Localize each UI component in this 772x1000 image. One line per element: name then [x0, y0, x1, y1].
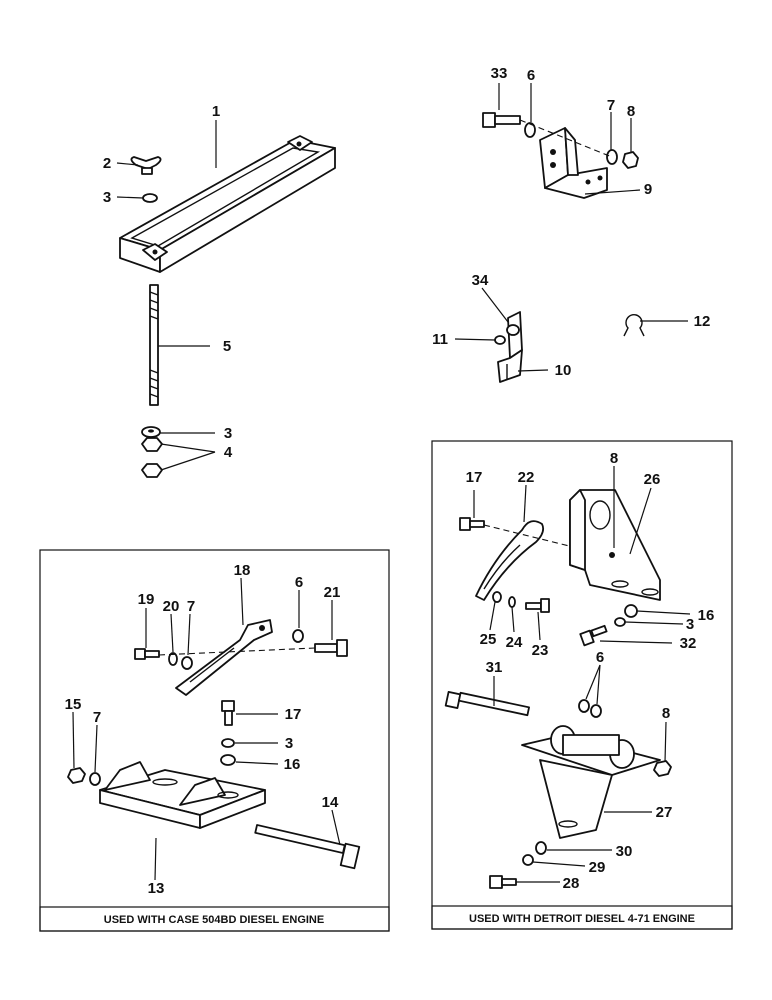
caption-case-504bd: USED WITH CASE 504BD DIESEL ENGINE [104, 914, 324, 926]
washer-34 [506, 324, 520, 336]
bolt-17-left [221, 700, 235, 726]
callout-21: 21 [324, 584, 341, 601]
callout-11: 11 [432, 331, 448, 348]
wing-nut [130, 156, 162, 175]
bolt-17-right [459, 517, 485, 531]
mounting-plate-13 [99, 761, 266, 829]
bolt-33 [482, 112, 521, 128]
nut-11 [494, 335, 506, 345]
callout-30: 30 [616, 843, 633, 860]
callout-28: 28 [563, 875, 580, 892]
callout-9: 9 [644, 181, 652, 198]
callout-34: 34 [472, 272, 489, 289]
long-bolt-14 [254, 824, 361, 870]
bracket-27 [521, 725, 661, 839]
callout-3-right: 3 [686, 616, 694, 633]
callout-19: 19 [138, 591, 155, 608]
callout-7-left: 7 [187, 598, 195, 615]
callout-18: 18 [234, 562, 251, 579]
callout-29: 29 [589, 859, 606, 876]
callout-1: 1 [212, 103, 220, 120]
bolt-19 [134, 648, 160, 660]
lock-washer-upper [142, 193, 158, 203]
callout-13: 13 [148, 880, 165, 897]
callout-8-right: 8 [662, 705, 670, 722]
bolt-21 [314, 639, 348, 657]
callout-7: 7 [607, 97, 615, 114]
callout-25: 25 [480, 631, 497, 648]
bolt-23 [525, 598, 550, 613]
inset-case-504bd [39, 549, 390, 932]
callout-3-left: 3 [285, 735, 293, 752]
callout-6: 6 [527, 67, 535, 84]
callout-22: 22 [518, 469, 535, 486]
bolt-28 [489, 875, 517, 889]
callout-2: 2 [103, 155, 111, 172]
callout-7-plate: 7 [93, 709, 101, 726]
bracket-26 [569, 489, 661, 601]
callout-20: 20 [163, 598, 180, 615]
callout-8-right-top: 8 [610, 450, 618, 467]
callout-33: 33 [491, 65, 508, 82]
washer-7-top [606, 149, 618, 165]
callout-4: 4 [224, 444, 233, 461]
lower-washer [141, 426, 161, 438]
nut-15 [67, 767, 86, 784]
callout-10: 10 [555, 362, 572, 379]
callout-16-left: 16 [284, 756, 301, 773]
curved-link-22 [475, 520, 545, 601]
callout-6-right: 6 [596, 649, 604, 666]
callout-31: 31 [486, 659, 503, 676]
callout-3: 3 [103, 189, 111, 206]
callout-26: 26 [644, 471, 661, 488]
lower-nuts [141, 437, 163, 478]
callout-3-lower: 3 [224, 425, 232, 442]
washer-6-top [524, 122, 536, 138]
long-bolt-31 [444, 691, 530, 717]
caption-detroit-diesel: USED WITH DETROIT DIESEL 4-71 ENGINE [469, 913, 695, 925]
callout-16-right: 16 [698, 607, 715, 624]
callout-8: 8 [627, 103, 635, 120]
hold-down-frame [119, 135, 336, 273]
callout-15: 15 [65, 696, 82, 713]
slotted-link-18 [175, 619, 273, 696]
clip-12 [623, 314, 645, 337]
nut-8-right [653, 760, 672, 777]
bolt-32 [579, 624, 608, 647]
callout-5: 5 [223, 338, 231, 355]
callout-17-right: 17 [466, 469, 483, 486]
callout-labels: 33 6 7 8 9 1 2 3 5 3 4 34 11 10 12 18 6 … [65, 65, 715, 897]
callout-14: 14 [322, 794, 339, 811]
callout-24: 24 [506, 634, 523, 651]
nut-8-top [622, 151, 639, 169]
callout-32: 32 [680, 635, 697, 652]
callout-12: 12 [694, 313, 711, 330]
callout-6-left: 6 [295, 574, 303, 591]
callout-17-left: 17 [285, 706, 302, 723]
threaded-rod [149, 284, 159, 406]
callout-23: 23 [532, 642, 549, 659]
callout-27: 27 [656, 804, 673, 821]
bracket-9 [539, 127, 608, 199]
